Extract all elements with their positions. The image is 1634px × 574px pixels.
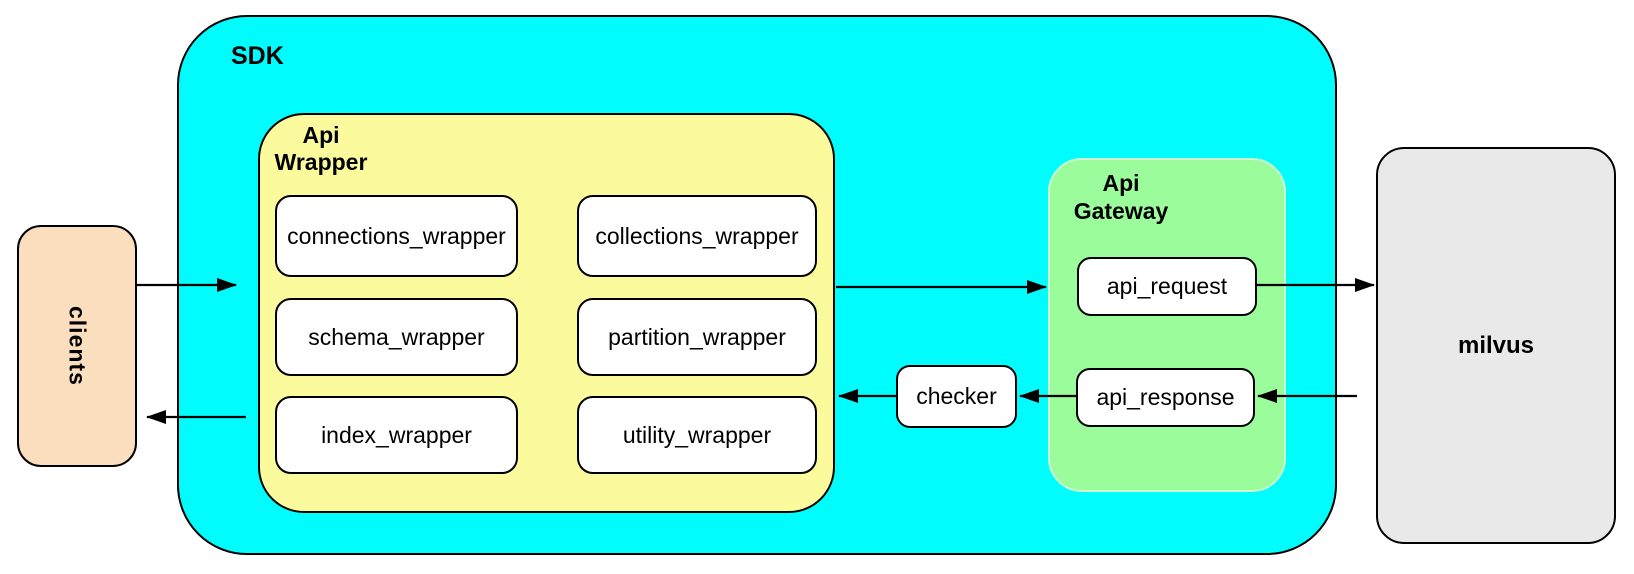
clients-node: clients <box>17 225 137 467</box>
api-gateway-container: Api Gateway api_request api_response <box>1048 158 1286 492</box>
api-request-label: api_request <box>1106 273 1228 299</box>
partition-wrapper-label: partition_wrapper <box>608 323 786 350</box>
partition-wrapper-node: partition_wrapper <box>577 298 817 376</box>
collections-wrapper-label: collections_wrapper <box>595 222 799 249</box>
utility-wrapper-label: utility_wrapper <box>622 421 772 448</box>
api-wrapper-container: Api Wrapper connections_wrapper collecti… <box>258 113 835 513</box>
api-response-label: api_response <box>1096 384 1235 410</box>
checker-node: checker <box>896 365 1017 428</box>
schema-wrapper-label: schema_wrapper <box>308 323 485 350</box>
index-wrapper-label: index_wrapper <box>321 421 472 448</box>
connections-wrapper-label: connections_wrapper <box>287 222 506 249</box>
collections-wrapper-node: collections_wrapper <box>577 195 817 277</box>
clients-label: clients <box>64 306 91 386</box>
utility-wrapper-node: utility_wrapper <box>577 396 817 474</box>
checker-label: checker <box>916 383 997 409</box>
api-gateway-label: Api Gateway <box>1073 170 1169 224</box>
api-response-node: api_response <box>1076 368 1255 427</box>
milvus-node: milvus <box>1376 147 1616 544</box>
milvus-label: milvus <box>1457 331 1535 359</box>
sdk-container: SDK Api Wrapper connections_wrapper coll… <box>177 15 1337 555</box>
connections-wrapper-node: connections_wrapper <box>275 195 518 277</box>
schema-wrapper-node: schema_wrapper <box>275 298 518 376</box>
sdk-label: SDK <box>231 42 284 70</box>
api-wrapper-label: Api Wrapper <box>274 122 368 176</box>
api-request-node: api_request <box>1077 257 1257 316</box>
index-wrapper-node: index_wrapper <box>275 396 518 474</box>
